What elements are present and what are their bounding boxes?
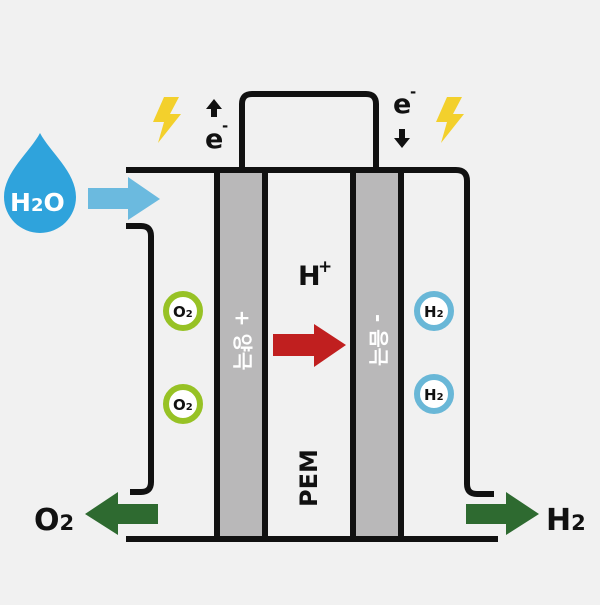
arrow-down-icon xyxy=(394,129,410,148)
electron-right-charge: - xyxy=(410,83,416,101)
water-flow-arrow xyxy=(88,177,160,220)
proton-symbol: H xyxy=(298,261,321,292)
oxygen-bubble: O2 xyxy=(163,291,203,331)
svg-text:O2: O2 xyxy=(173,303,193,321)
oxygen-output-label: O2 xyxy=(34,503,74,538)
arrow-up-icon xyxy=(206,99,222,117)
anode-electrode xyxy=(220,173,262,537)
cell-top-wall xyxy=(126,167,494,497)
lightning-icon-left xyxy=(153,97,181,143)
proton-charge: + xyxy=(318,257,332,277)
water-label-sub: 2 xyxy=(31,195,44,216)
water-label-h: H xyxy=(10,188,31,217)
electron-left-charge: - xyxy=(222,117,228,135)
oxygen-bubble: O2 xyxy=(163,384,203,424)
lightning-icon-right xyxy=(436,97,464,143)
electron-left-symbol: e xyxy=(205,124,223,155)
hydrogen-output-label: H2 xyxy=(546,503,586,538)
oxygen-output-arrow xyxy=(85,492,158,535)
svg-text:H2: H2 xyxy=(424,303,444,321)
water-label-o: O xyxy=(43,188,64,217)
svg-text:O2: O2 xyxy=(173,396,193,414)
proton-flow-arrow xyxy=(273,324,346,367)
anode-label: + 양극 xyxy=(231,310,255,371)
cathode-label: - 음극 xyxy=(367,314,391,366)
water-input: H2O xyxy=(4,133,76,233)
membrane-label: PEM xyxy=(295,449,323,507)
water-drop-icon xyxy=(4,133,76,233)
svg-text:H2O: H2O xyxy=(10,188,65,217)
proton-label: H + xyxy=(298,257,332,292)
electron-right: e - xyxy=(393,83,416,148)
cell-left-wall xyxy=(126,223,154,495)
hydrogen-bubble: H2 xyxy=(414,374,454,414)
electron-left: e - xyxy=(205,99,228,155)
electron-right-symbol: e xyxy=(393,89,411,120)
hydrogen-bubble: H2 xyxy=(414,291,454,331)
external-circuit-wire xyxy=(239,91,379,170)
cathode-electrode xyxy=(356,173,398,537)
hydrogen-output-arrow xyxy=(466,492,539,535)
svg-text:H2: H2 xyxy=(424,386,444,404)
